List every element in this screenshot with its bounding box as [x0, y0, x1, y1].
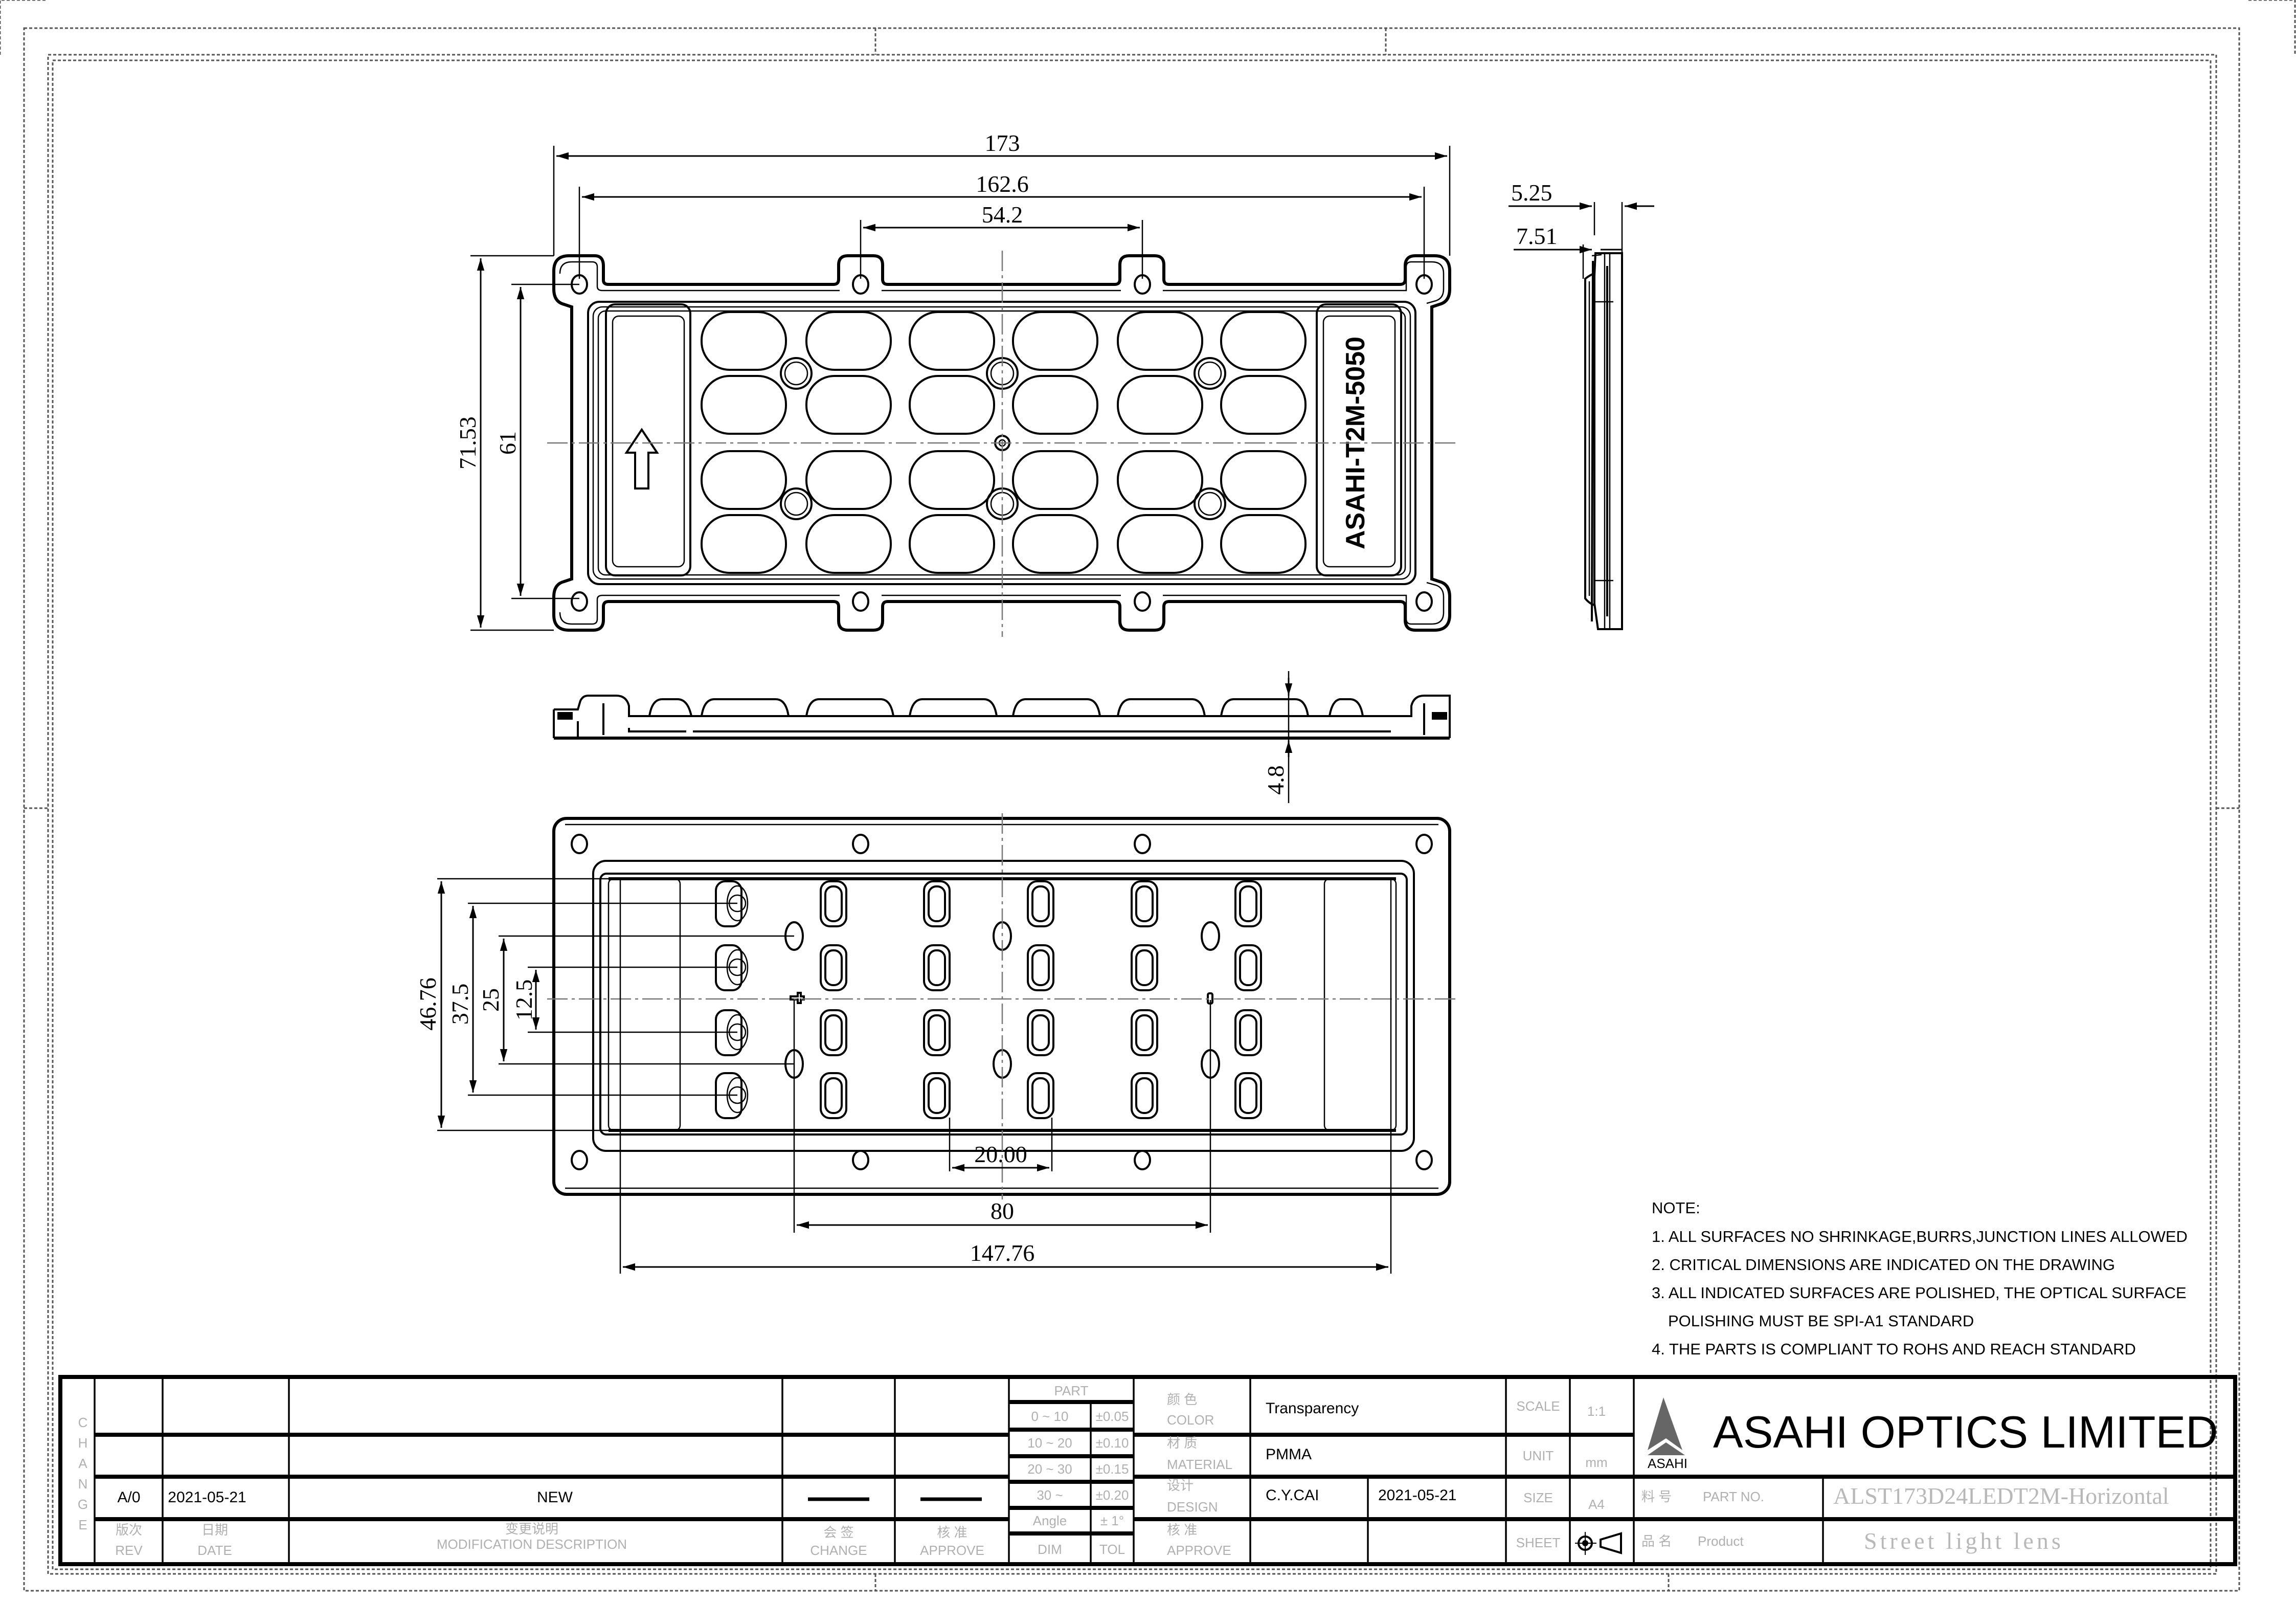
color-label: COLOR [1167, 1412, 1214, 1428]
scale-value: 1:1 [1587, 1404, 1606, 1419]
title-block: C H A N G E A/0 2021-05-21 NEW 版次 REV 日期… [58, 1375, 2237, 1566]
change-header: CHANGE [810, 1543, 867, 1558]
led-cavities [715, 880, 1262, 1119]
color-value: Transparency [1266, 1400, 1359, 1417]
tol-range-2: 10 ~ 20 [1027, 1435, 1072, 1451]
designer-value: C.Y.CAI [1266, 1487, 1319, 1504]
change-letter-h: H [78, 1435, 88, 1451]
dim-61: 61 [494, 431, 521, 455]
design-label: DESIGN [1167, 1499, 1218, 1515]
dim-12-5: 12.5 [511, 980, 537, 1021]
dim-54-2: 54.2 [982, 202, 1023, 228]
approve-label: APPROVE [1167, 1543, 1231, 1558]
rev-header-cn: 版次 [116, 1522, 142, 1538]
tol-value-2: ±0.10 [1096, 1435, 1129, 1451]
side-view: 5.25 7.51 [1509, 180, 1654, 630]
note-4: 4. THE PARTS IS COMPLIANT TO ROHS AND RE… [1652, 1340, 2136, 1358]
tol-value-4: ±0.20 [1096, 1487, 1129, 1503]
tol-dim-header: DIM [1038, 1542, 1062, 1557]
part-no-value: ALST173D24LEDT2M-Horizontal [1833, 1483, 2169, 1509]
unit-value: mm [1585, 1455, 1607, 1470]
change-letter-n: N [78, 1476, 88, 1492]
size-label: SIZE [1523, 1490, 1553, 1505]
unit-label: UNIT [1523, 1448, 1554, 1463]
date-header-cn: 日期 [201, 1522, 228, 1538]
part-no-label-cn: 料 号 [1641, 1489, 1672, 1504]
tol-range-5: Angle [1033, 1513, 1067, 1528]
change-letter-g: G [78, 1497, 88, 1512]
change-letter-c: C [78, 1415, 88, 1430]
sheet-label: SHEET [1516, 1535, 1561, 1550]
dim-37-5: 37.5 [447, 984, 473, 1025]
dim-71-53: 71.53 [455, 416, 481, 470]
tol-value-5: ± 1° [1100, 1513, 1124, 1528]
dim-5-25: 5.25 [1511, 180, 1552, 206]
asahi-logo-icon [1648, 1397, 1685, 1455]
approve-header-cn: 核 准 [937, 1525, 967, 1540]
rev-description: NEW [537, 1489, 573, 1506]
tol-range-4: 30 ~ [1037, 1487, 1063, 1503]
dim-46-76: 46.76 [415, 977, 441, 1031]
tol-tol-header: TOL [1099, 1542, 1125, 1557]
change-letter-e: E [78, 1517, 87, 1532]
material-label: MATERIAL [1167, 1457, 1232, 1472]
design-date-value: 2021-05-21 [1378, 1487, 1456, 1504]
note-2: 2. CRITICAL DIMENSIONS ARE INDICATED ON … [1652, 1256, 2115, 1274]
dim-162-6: 162.6 [976, 171, 1029, 197]
dim-7-51: 7.51 [1516, 223, 1558, 249]
desc-header-cn: 变更说明 [505, 1521, 558, 1537]
note-3: 3. ALL INDICATED SURFACES ARE POLISHED, … [1652, 1284, 2187, 1302]
tol-value-1: ±0.05 [1096, 1409, 1129, 1424]
tol-range-1: 0 ~ 10 [1031, 1409, 1068, 1424]
dim-147-76: 147.76 [970, 1240, 1035, 1266]
product-label-cn: 品 名 [1641, 1533, 1672, 1549]
lens-profiles [648, 698, 1364, 717]
top-view: 173 162.6 54.2 71.53 61 [455, 130, 1457, 637]
note-3-cont: POLISHING MUST BE SPI-A1 STANDARD [1668, 1312, 1974, 1330]
scale-label: SCALE [1516, 1398, 1560, 1414]
dim-4-8: 4.8 [1263, 765, 1289, 795]
dim-173: 173 [985, 130, 1020, 156]
desc-header: MODIFICATION DESCRIPTION [437, 1537, 627, 1552]
color-label-cn: 颜 色 [1167, 1392, 1197, 1407]
tol-range-3: 20 ~ 30 [1027, 1461, 1072, 1477]
part-no-label: PART NO. [1703, 1489, 1764, 1504]
design-label-cn: 设计 [1167, 1478, 1194, 1493]
dim-80: 80 [991, 1198, 1014, 1224]
tol-value-3: ±0.15 [1096, 1461, 1129, 1477]
product-label: Product [1698, 1533, 1744, 1549]
bottom-view: 46.76 37.5 25 12.5 20.00 80 147.76 [415, 813, 1457, 1274]
notes: NOTE: 1. ALL SURFACES NO SHRINKAGE,BURRS… [1652, 1199, 2188, 1358]
note-1: 1. ALL SURFACES NO SHRINKAGE,BURRS,JUNCT… [1652, 1228, 2188, 1245]
material-label-cn: 材 质 [1167, 1435, 1197, 1451]
direction-arrow-icon [624, 428, 659, 490]
approve-label-cn: 核 准 [1167, 1522, 1197, 1538]
dim-25: 25 [478, 988, 504, 1012]
cross-mark-icon [790, 992, 805, 1004]
approve-header: APPROVE [920, 1543, 984, 1558]
projection-symbol-icon [1575, 1532, 1622, 1555]
dim-20: 20.00 [974, 1141, 1027, 1167]
rev-header: REV [115, 1543, 143, 1558]
rev-date: 2021-05-21 [168, 1489, 246, 1506]
date-header: DATE [197, 1543, 232, 1558]
tolerance-header: PART [1054, 1383, 1089, 1398]
front-view: 4.8 [553, 671, 1451, 803]
logo-text: ASAHI [1648, 1456, 1687, 1471]
company-name: ASAHI OPTICS LIMITED [1713, 1407, 2218, 1457]
change-letter-a: A [78, 1456, 87, 1471]
notes-heading: NOTE: [1652, 1199, 1700, 1217]
material-value: PMMA [1266, 1446, 1312, 1463]
size-value: A4 [1588, 1497, 1605, 1512]
change-header-cn: 会 签 [823, 1525, 853, 1540]
rev-value: A/0 [117, 1489, 140, 1506]
product-value: Street light lens [1864, 1528, 2064, 1554]
